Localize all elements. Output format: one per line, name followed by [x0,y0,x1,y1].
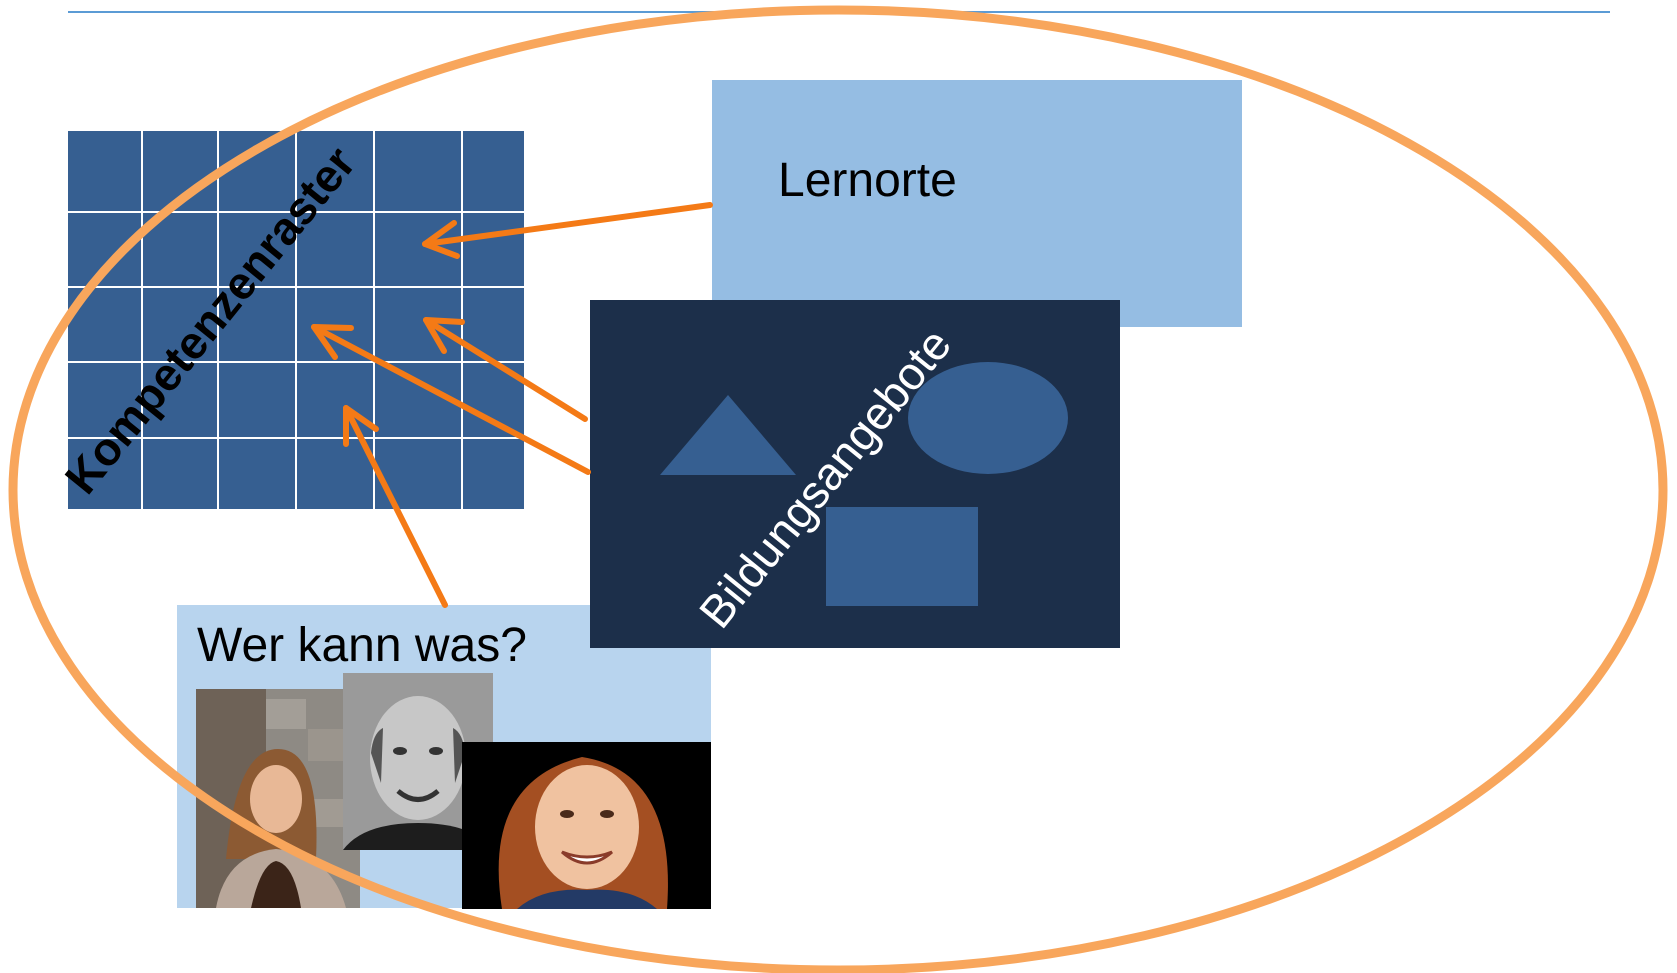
grid-line-v [373,131,375,509]
arrow-icon [311,324,591,475]
arrow-icon [343,405,448,608]
grid-line-h [68,286,524,288]
rectangle-icon [826,507,978,606]
grid-line-h [68,361,524,363]
arrow-icon [422,202,713,259]
photo-woman-2 [462,742,711,909]
kompetenzenraster-grid [68,131,524,509]
grid-line-h [68,211,524,213]
context-ellipse [8,5,1668,973]
triangle-icon [660,395,796,475]
grid-line-v [217,131,219,509]
grid-line-h [68,437,524,439]
grid-line-v [141,131,143,509]
lernorte-label: Lernorte [778,154,957,207]
oval-icon [908,362,1068,474]
arrow-icon [423,317,588,422]
grid-line-v [295,131,297,509]
wer-kann-was-label: Wer kann was? [197,619,527,672]
lernorte-box [712,80,1242,327]
bildungsangebote-box [590,300,1120,648]
